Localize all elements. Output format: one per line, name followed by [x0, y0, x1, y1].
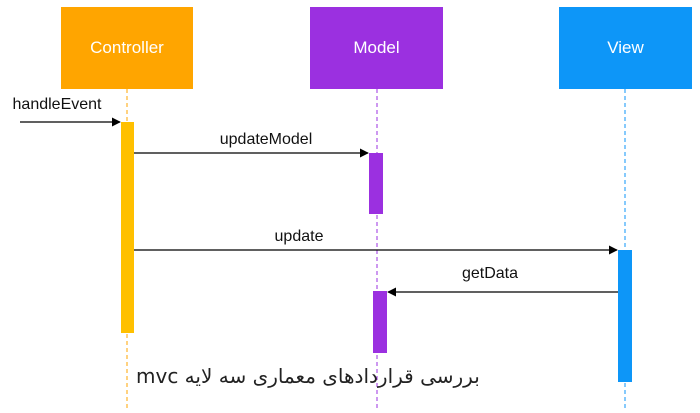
model-actor-box: Model — [310, 7, 443, 89]
model-activation-bar-1 — [369, 153, 383, 214]
view-activation-bar — [618, 250, 632, 382]
controller-activation-bar — [121, 122, 134, 333]
view-actor-box: View — [559, 7, 692, 89]
update-model-label: updateModel — [219, 131, 313, 148]
model-actor-label: Model — [353, 38, 400, 57]
caption-text: بررسی قراردادهای معماری سه لایه mvc — [136, 364, 480, 388]
model-activation-bar-2 — [373, 291, 387, 353]
handle-event-label: handleEvent — [12, 96, 102, 113]
update-label: update — [274, 228, 324, 245]
get-data-label: getData — [461, 265, 519, 282]
controller-actor-label: Controller — [90, 38, 164, 57]
view-actor-label: View — [607, 38, 644, 57]
controller-actor-box: Controller — [61, 7, 193, 89]
